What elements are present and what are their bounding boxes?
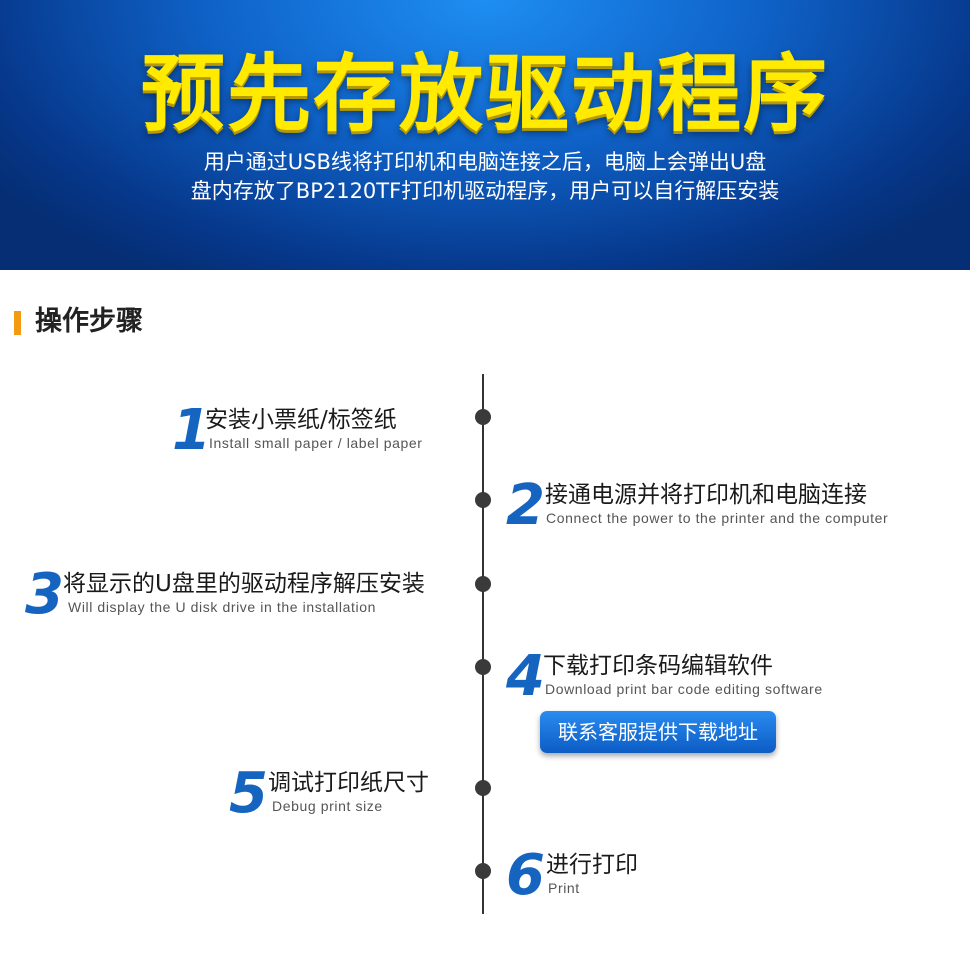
timeline-dot-5 (475, 780, 491, 796)
timeline-dot-2 (475, 492, 491, 508)
step-title: 接通电源并将打印机和电脑连接 (545, 482, 867, 508)
step-title: 下载打印条码编辑软件 (543, 653, 773, 679)
banner-subtitle-line1: 用户通过USB线将打印机和电脑连接之后，电脑上会弹出U盘 (203, 150, 767, 174)
step-title: 调试打印纸尺寸 (268, 770, 429, 796)
step-subtitle: Print (548, 880, 580, 896)
step-title: 安装小票纸/标签纸 (205, 407, 397, 433)
step-subtitle: Debug print size (272, 798, 383, 814)
step-number: 1 (172, 398, 211, 463)
section-title: 操作步骤 (35, 306, 143, 337)
step-number: 2 (506, 473, 545, 538)
step-subtitle: Download print bar code editing software (545, 681, 823, 697)
timeline-dot-4 (475, 659, 491, 675)
step-number: 5 (229, 761, 268, 826)
timeline-dot-3 (475, 576, 491, 592)
timeline-line (482, 374, 484, 914)
banner-subtitle-line2: 盘内存放了BP2120TF打印机驱动程序，用户可以自行解压安装 (190, 179, 780, 203)
step-number: 6 (506, 843, 545, 908)
timeline-dot-1 (475, 409, 491, 425)
step-subtitle: Install small paper / label paper (209, 435, 423, 451)
header-banner: 预先存放驱动程序 用户通过USB线将打印机和电脑连接之后，电脑上会弹出U盘 盘内… (0, 0, 970, 270)
step-subtitle: Will display the U disk drive in the ins… (68, 599, 376, 615)
step-title: 进行打印 (546, 852, 638, 878)
step-number: 4 (506, 644, 545, 709)
step-subtitle: Connect the power to the printer and the… (546, 510, 889, 526)
step-title: 将显示的U盘里的驱动程序解压安装 (63, 571, 425, 597)
section-accent-bar (14, 311, 21, 335)
banner-title: 预先存放驱动程序 (140, 45, 829, 143)
contact-support-button[interactable]: 联系客服提供下载地址 (540, 711, 776, 753)
timeline-dot-6 (475, 863, 491, 879)
step-number: 3 (25, 562, 64, 627)
